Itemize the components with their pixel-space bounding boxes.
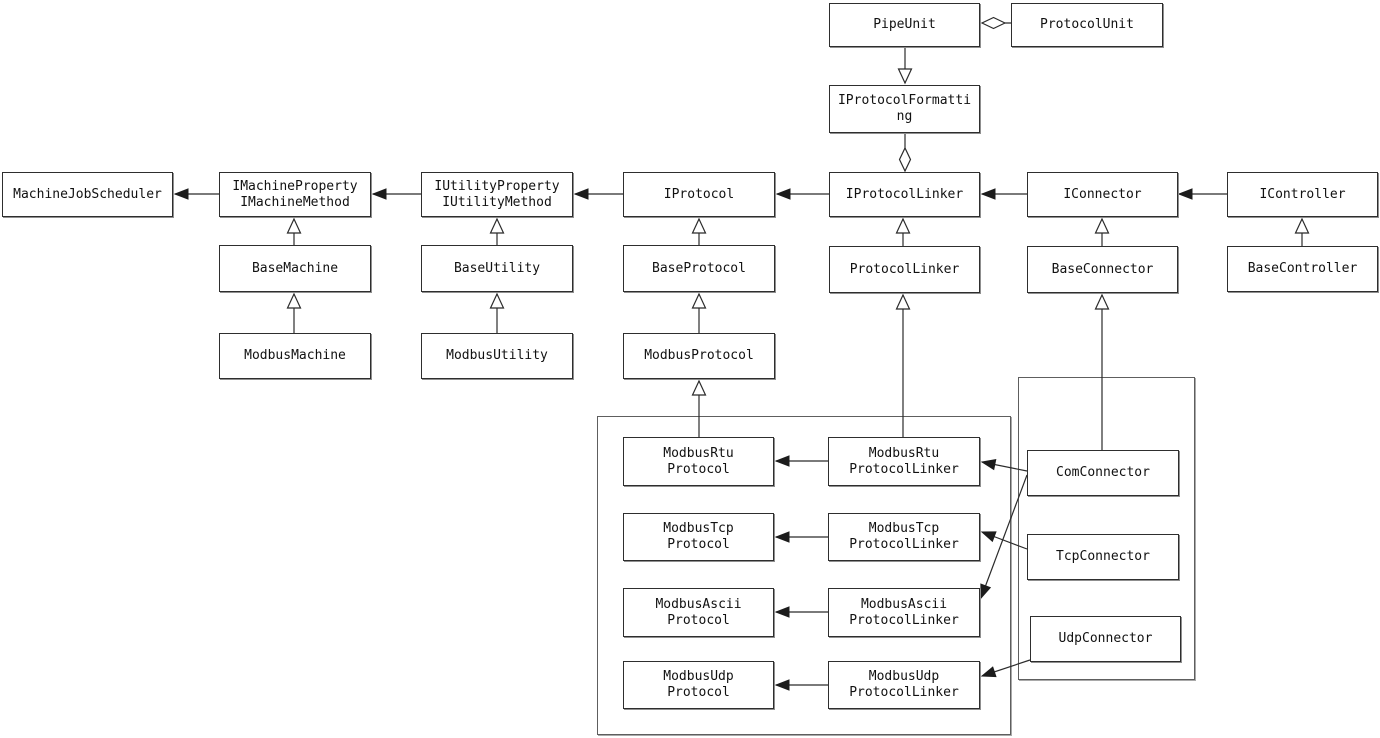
class-box-modbus-protocol[interactable]: ModbusProtocol [623, 333, 775, 379]
modbus-protocol-group-frame [597, 416, 1011, 735]
class-label: ComConnector [1056, 465, 1150, 480]
edge-association-udp-connector-to-modbus-udp-protocol-linker [982, 659, 1031, 676]
class-label: Protocol [667, 612, 730, 628]
class-box-i-connector[interactable]: IConnector [1027, 172, 1178, 217]
class-label: BaseProtocol [652, 260, 746, 276]
class-label: ModbusUtility [446, 348, 548, 363]
class-label: ModbusTcp [663, 521, 734, 536]
class-label: IProtocolFormatti [837, 93, 972, 108]
class-box-base-controller[interactable]: BaseController [1227, 246, 1378, 292]
class-label: ModbusUdp [868, 669, 940, 684]
class-label: MachineJobScheduler [13, 186, 162, 202]
class-label: ModbusRtu [868, 445, 940, 461]
class-box-i-protocol[interactable]: IProtocol [623, 172, 775, 217]
class-label: BaseController [1247, 261, 1358, 276]
class-label: ModbusProtocol [644, 348, 754, 363]
class-label: IMachineProperty [232, 178, 358, 194]
class-box-udp-connector[interactable]: UdpConnector [1030, 616, 1181, 662]
class-box-base-utility[interactable]: BaseUtility [421, 245, 573, 292]
class-box-tcp-connector[interactable]: TcpConnector [1027, 534, 1179, 580]
class-label: IUtilityProperty [434, 178, 560, 194]
class-label: ModbusMachine [244, 348, 346, 363]
class-label: ProtocolLinker [849, 261, 960, 277]
edge-association-tcp-connector-to-modbus-tcp-protocol-linker [982, 532, 1028, 550]
class-label: ProtocolUnit [1040, 17, 1134, 32]
class-box-pipe-unit[interactable]: PipeUnit [829, 3, 980, 47]
class-box-machine-job-scheduler[interactable]: MachineJobScheduler [2, 172, 173, 217]
class-label: IConnector [1063, 186, 1142, 202]
class-box-base-protocol[interactable]: BaseProtocol [623, 245, 775, 292]
class-label: ModbusRtu [663, 445, 734, 461]
class-box-protocol-linker[interactable]: ProtocolLinker [829, 246, 980, 293]
class-box-protocol-unit[interactable]: ProtocolUnit [1011, 3, 1163, 47]
class-label: ProtocolLinker [849, 537, 959, 552]
class-label: ProtocolLinker [849, 461, 959, 477]
class-box-modbus-utility[interactable]: ModbusUtility [421, 333, 573, 379]
class-label: Protocol [667, 461, 730, 477]
class-label: IProtocolLinker [845, 186, 964, 202]
class-label: Protocol [667, 685, 730, 700]
class-label: IMachineMethod [240, 194, 350, 210]
class-label: ModbusTcp [868, 521, 940, 536]
class-label: BaseConnector [1051, 261, 1154, 277]
class-label: UdpConnector [1058, 631, 1153, 646]
class-label: PipeUnit [873, 17, 936, 32]
class-label: ModbusAscii [655, 596, 742, 612]
class-label: Protocol [667, 537, 730, 552]
class-label: ProtocolLinker [849, 612, 959, 628]
class-label: ModbusUdp [663, 669, 734, 684]
class-box-i-protocol-linker[interactable]: IProtocolLinker [829, 172, 980, 217]
class-label: ModbusAscii [860, 596, 948, 612]
class-label: IProtocol [663, 186, 735, 202]
class-label: ng [896, 109, 913, 124]
class-label: IUtilityMethod [442, 194, 552, 210]
class-box-modbus-machine[interactable]: ModbusMachine [219, 333, 371, 379]
class-box-i-controller[interactable]: IController [1227, 172, 1378, 217]
edge-association-com-connector-to-modbus-ascii-protocol-linker [981, 474, 1028, 598]
connector-group-frame [1018, 377, 1195, 680]
class-box-com-connector[interactable]: ComConnector [1027, 450, 1179, 496]
class-label: ProtocolLinker [849, 685, 959, 700]
edge-association-com-connector-to-modbus-rtu-protocol-linker [982, 462, 1028, 472]
class-label: TcpConnector [1056, 549, 1150, 564]
class-box-base-machine[interactable]: BaseMachine [219, 245, 371, 292]
class-label: IController [1259, 186, 1346, 202]
class-label: BaseUtility [453, 260, 541, 276]
class-label: BaseMachine [251, 260, 339, 276]
class-box-base-connector[interactable]: BaseConnector [1027, 246, 1178, 293]
